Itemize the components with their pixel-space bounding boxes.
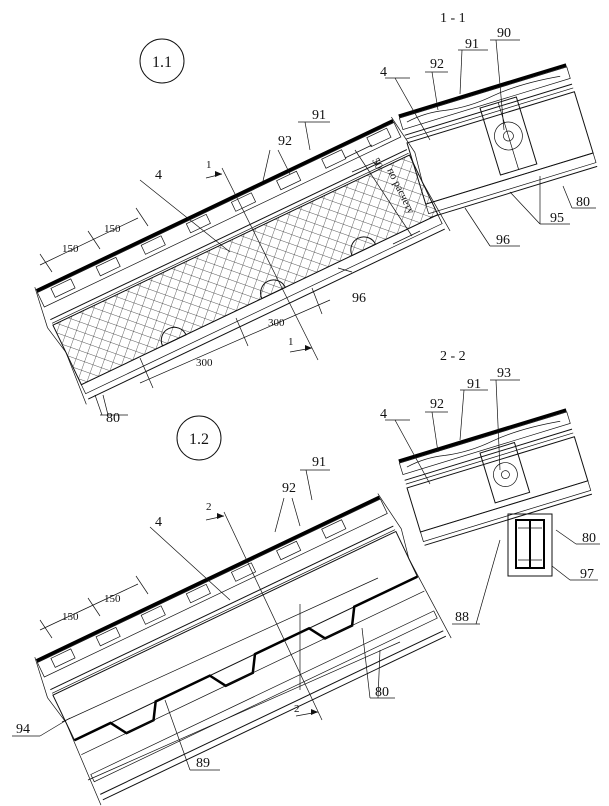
section-1-1-label-95: 95 [550, 211, 564, 226]
section-2-2-label-91: 91 [467, 377, 481, 392]
section-2-2-label-88: 88 [455, 610, 469, 625]
detail-1-1-label-91: 91 [312, 108, 326, 123]
section-2-2-layers [398, 408, 593, 546]
detail-1-2-label-94: 94 [16, 722, 30, 737]
detail-1-1-dim-300-a: 300 [196, 357, 213, 369]
section-1-1-label-91: 91 [465, 37, 479, 52]
detail-1-1-badge-circle [139, 38, 185, 84]
detail-1-1-dim-150-b: 150 [104, 223, 121, 235]
section-1-1-title: 1 - 1 [440, 11, 466, 26]
detail-1-1-cut-bottom: 1 [288, 336, 294, 348]
detail-1-2-cut-bottom: 2 [294, 703, 300, 715]
section-1-1-label-92: 92 [430, 57, 444, 72]
detail-1-2: 1.2 [12, 415, 452, 806]
detail-1-2-label-92: 92 [282, 481, 296, 496]
section-2-2-title: 2 - 2 [440, 349, 466, 364]
detail-1-1-dim-150-a: 150 [62, 243, 79, 255]
section-2-2-label-97: 97 [580, 567, 594, 582]
section-2-2-label-4: 4 [380, 407, 387, 422]
detail-1-2-dim-150-a: 150 [62, 611, 79, 623]
section-2-2-purlin [507, 513, 553, 577]
section-2-2-label-93: 93 [497, 366, 511, 381]
section-2-2-label-92: 92 [430, 397, 444, 412]
detail-1-2-label-89: 89 [196, 756, 210, 771]
detail-1-2-badge: 1.2 [189, 431, 209, 448]
detail-1-1-label-80: 80 [106, 411, 120, 426]
section-1-1-label-90: 90 [497, 26, 511, 41]
detail-1-1-label-4: 4 [155, 168, 162, 183]
detail-1-2-label-4: 4 [155, 515, 162, 530]
detail-1-2-layers [34, 493, 452, 806]
detail-1-2-badge-circle [176, 415, 222, 461]
detail-1-2-label-91: 91 [312, 455, 326, 470]
detail-1-1-label-96: 96 [352, 291, 366, 306]
detail-1-1-dim-50: 50 [369, 156, 385, 172]
detail-1-1-label-92: 92 [278, 134, 292, 149]
detail-1-1: 1.1 [34, 38, 451, 426]
section-1-1-label-4: 4 [380, 65, 387, 80]
detail-1-2-label-80: 80 [375, 685, 389, 700]
section-1-1-label-80: 80 [576, 195, 590, 210]
section-1-1-layers [398, 63, 598, 219]
detail-1-1-badge: 1.1 [152, 54, 172, 71]
section-2-2: 2 - 2 [380, 349, 600, 625]
detail-1-1-dim-300-b: 300 [268, 317, 285, 329]
section-2-2-label-80: 80 [582, 531, 596, 546]
detail-1-2-cut-top: 2 [206, 501, 212, 513]
detail-1-2-dim-150-b: 150 [104, 593, 121, 605]
detail-1-1-cut-top: 1 [206, 159, 212, 171]
detail-1-1-layers [34, 116, 451, 405]
section-1-1: 1 - 1 90 91 92 4 80 95 [380, 11, 598, 248]
section-1-1-label-96: 96 [496, 233, 510, 248]
